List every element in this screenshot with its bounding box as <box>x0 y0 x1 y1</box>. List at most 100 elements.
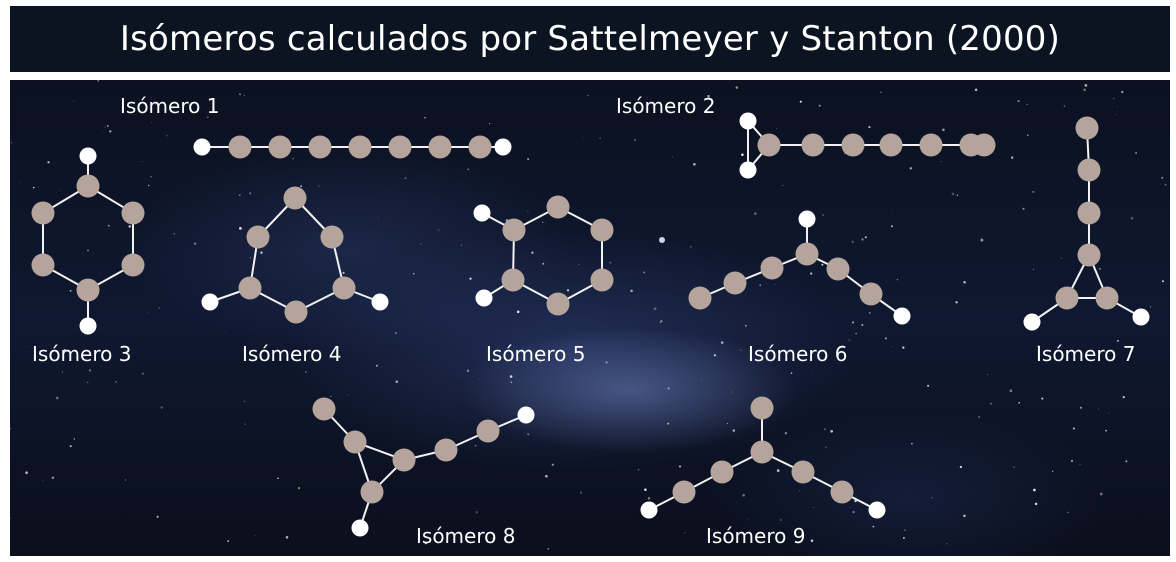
star <box>1072 427 1075 430</box>
star <box>1161 176 1164 179</box>
star <box>812 370 813 372</box>
star <box>1135 152 1137 154</box>
hydrogen-atom <box>351 519 369 537</box>
carbon-atom <box>1077 201 1101 225</box>
star <box>902 346 905 349</box>
star <box>707 94 710 98</box>
star <box>578 263 580 265</box>
star <box>292 158 294 160</box>
star <box>424 542 427 545</box>
star <box>720 341 724 344</box>
hydrogen-atom <box>201 293 219 311</box>
carbon-atom <box>757 133 781 157</box>
isomer-3-structure <box>31 147 145 335</box>
star <box>980 237 982 239</box>
carbon-atom <box>546 292 570 316</box>
star <box>1122 395 1125 399</box>
star <box>987 374 989 376</box>
star <box>1037 345 1038 347</box>
star <box>759 284 762 287</box>
star <box>790 372 793 374</box>
star <box>10 427 12 430</box>
star <box>940 161 942 162</box>
carbon-atom <box>238 276 262 300</box>
star <box>244 423 246 425</box>
carbon-atom <box>31 201 55 225</box>
star <box>510 381 513 384</box>
star <box>115 381 117 383</box>
hydrogen-atom <box>739 112 757 130</box>
carbon-atom <box>1077 158 1101 182</box>
carbon-atom <box>972 133 996 157</box>
star <box>891 346 892 348</box>
star <box>342 271 345 275</box>
star <box>104 127 106 128</box>
star <box>1071 459 1073 462</box>
star <box>861 324 864 326</box>
star <box>160 406 163 409</box>
star <box>1121 90 1124 94</box>
star <box>989 402 992 405</box>
hydrogen-atom <box>193 138 211 156</box>
star <box>1052 470 1054 472</box>
star <box>539 361 541 363</box>
carbon-atom <box>590 218 614 242</box>
carbon-atom <box>343 430 367 454</box>
star <box>69 445 72 448</box>
star <box>868 126 871 129</box>
isomer-1-label: Isómero 1 <box>120 94 220 118</box>
carbon-atom <box>830 480 854 504</box>
bright-star <box>659 237 665 243</box>
isomer-8-label: Isómero 8 <box>416 524 516 548</box>
star <box>742 493 745 497</box>
star <box>605 361 608 364</box>
star <box>884 337 887 340</box>
star <box>744 324 747 327</box>
carbon-atom <box>750 440 774 464</box>
star <box>637 468 640 471</box>
star <box>609 261 612 264</box>
isomer-6-label: Isómero 6 <box>748 342 848 366</box>
star <box>644 488 647 492</box>
hydrogen-atom <box>475 289 493 307</box>
star <box>810 272 813 275</box>
star <box>147 312 148 314</box>
carbon-atom <box>268 135 292 159</box>
carbon-atom <box>723 271 747 295</box>
star <box>1026 103 1028 105</box>
carbon-atom <box>502 218 526 242</box>
star <box>107 224 110 227</box>
star <box>1083 88 1086 92</box>
star <box>166 134 168 137</box>
isomer-6-structure <box>688 210 911 325</box>
carbon-atom <box>428 135 452 159</box>
carbon-atom <box>308 135 332 159</box>
star <box>375 364 378 367</box>
carbon-atom <box>672 480 696 504</box>
star <box>740 349 742 351</box>
star <box>347 394 348 396</box>
carbon-atom <box>919 133 943 157</box>
star <box>861 238 864 241</box>
carbon-atom <box>31 253 55 277</box>
star <box>942 128 945 132</box>
star <box>466 369 470 373</box>
star <box>1115 114 1117 116</box>
star <box>475 511 478 514</box>
carbon-atom <box>826 257 850 281</box>
star <box>946 543 948 545</box>
star <box>852 321 854 324</box>
carbon-atom <box>688 286 712 310</box>
star <box>1027 134 1029 136</box>
star <box>1125 460 1128 463</box>
star <box>124 479 127 481</box>
star <box>634 138 636 141</box>
star <box>821 263 824 266</box>
star <box>779 519 782 521</box>
star <box>1063 105 1066 107</box>
star <box>1022 207 1025 210</box>
star <box>844 153 846 155</box>
star <box>141 372 144 375</box>
star <box>1099 492 1103 496</box>
star <box>26 346 28 347</box>
